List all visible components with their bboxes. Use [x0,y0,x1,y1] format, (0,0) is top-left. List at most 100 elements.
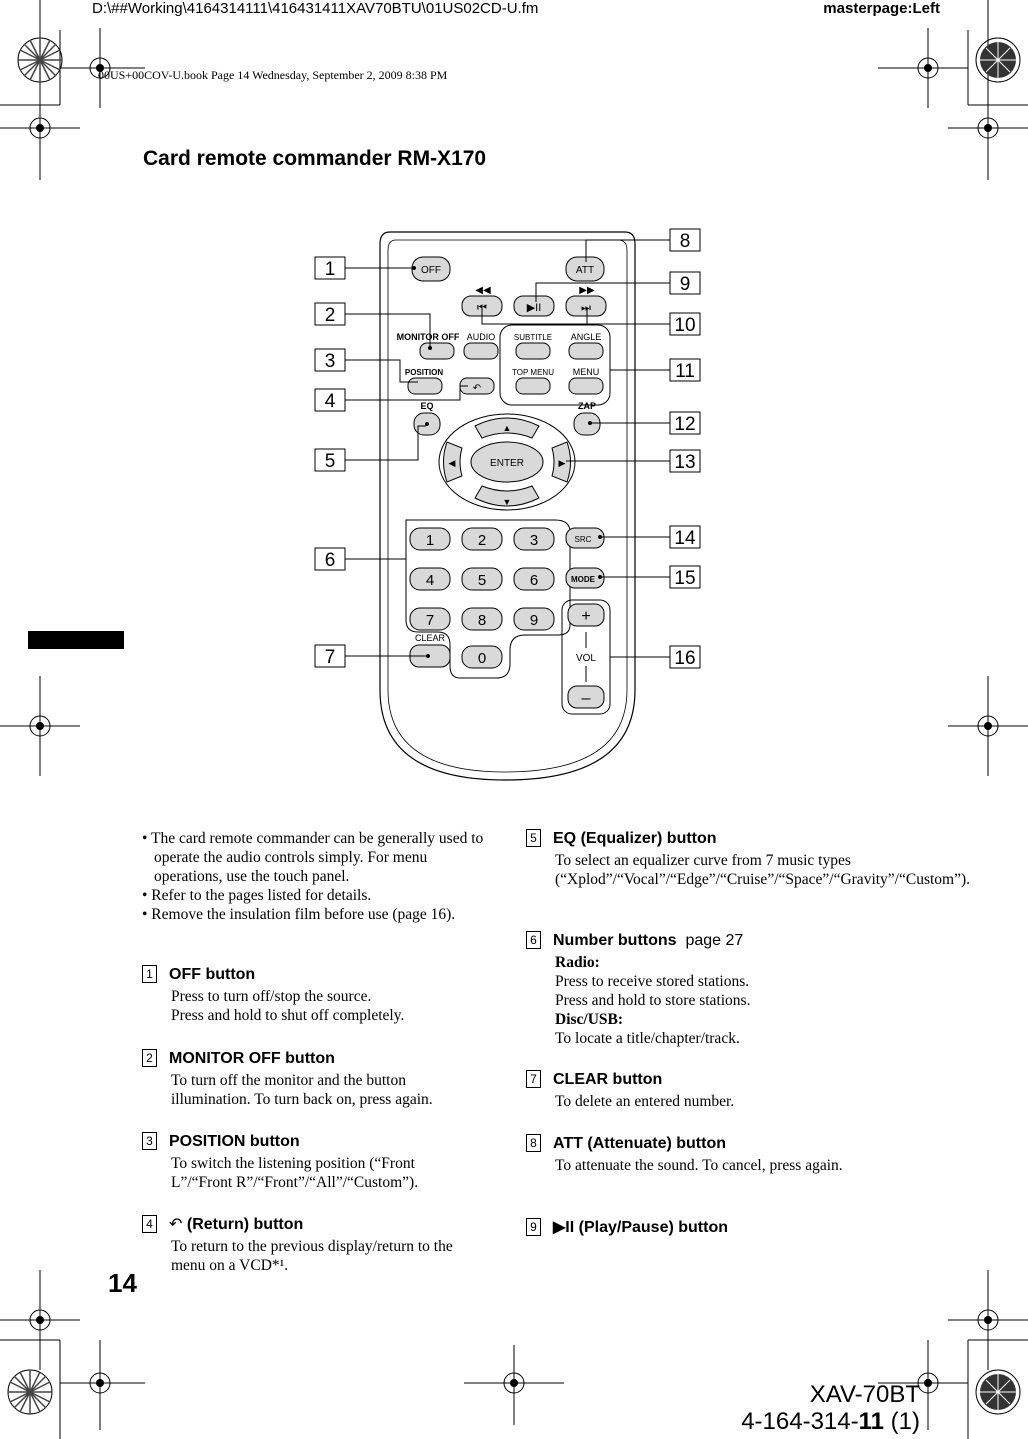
top-menu-button [515,377,551,395]
callout-4: 4 [325,391,336,412]
digit-0-label: 0 [478,650,486,667]
callout-box-5 [314,448,346,472]
callout-box-8 [669,228,701,252]
att-button [565,256,605,282]
item-number: 9 [526,1218,541,1236]
next-button [565,295,607,317]
dpad-left [443,441,463,483]
digit-1-label: 1 [426,532,434,549]
item-text: To locate a title/chapter/track. [555,1030,740,1047]
digit-5-label: 5 [478,572,486,589]
zap-label: ZAP [578,401,596,411]
callout-box-7 [314,644,346,668]
subtitle-button [515,342,551,360]
src-button [565,527,605,549]
item-heading: ATT (Attenuate) button [553,1135,726,1152]
item-number: 6 [526,931,541,949]
callout-3: 3 [325,351,336,372]
callout-box-2 [314,302,346,326]
digit-3-button [513,527,555,551]
angle-button [568,342,604,360]
menu-label: MENU [573,367,600,377]
item-heading: POSITION button [169,1133,300,1150]
item-number: 3 [142,1132,157,1150]
callout-box-9 [669,271,701,295]
angle-label: ANGLE [571,332,602,342]
page-title: Card remote commander RM-X170 [143,147,487,170]
callout-11: 11 [675,361,695,382]
off-label: OFF [421,265,441,276]
transport-row: ◀◀ ▶▶ ⏮ ▶II ⏭ [461,285,607,317]
vol-plus-button [567,603,605,627]
callout-16: 16 [674,648,695,669]
play-pause-icon: ▶II [527,302,542,314]
item-text: To attenuate the sound. To cancel, press… [555,1157,843,1174]
svg-text:▼: ▼ [503,497,512,507]
position-label: POSITION [405,368,443,377]
play-pause-icon: ▶II [553,1219,579,1236]
mode-button [565,567,605,589]
dpad-right [551,441,571,483]
callout-10: 10 [674,315,695,336]
disc-label: Disc/USB: [555,1011,624,1028]
digit-8-label: 8 [478,612,486,629]
page-reference: page 27 [685,932,744,949]
enter-label: ENTER [490,458,524,469]
return-icon: ↶ [169,1216,187,1233]
callout-13: 13 [674,452,695,473]
callout-9: 9 [680,274,691,295]
callout-box-15 [669,565,701,589]
item-number: 4 [142,1215,157,1233]
item-text: Press and hold to shut off completely. [171,1007,405,1024]
callout-box-10 [669,312,701,336]
off-button [411,256,451,282]
remote-illustration: OFF ATT ◀◀ ▶▶ ⏮ ▶II ⏭ MONITOR OFF AUDIO … [314,228,701,781]
zap-button [573,412,601,436]
digit-7-button [409,607,451,631]
item-heading: (Return) button [186,1216,304,1233]
rewind-icon: ◀◀ [475,285,491,296]
return-icon: ↶ [473,383,481,394]
vol-plus-label: + [581,608,590,625]
clear-label: CLEAR [415,633,446,643]
menu-button [568,377,604,395]
att-label: ATT [576,265,594,276]
item-heading: Number buttons [553,932,677,949]
digit-1-button [409,527,451,551]
digit-2-button [461,527,503,551]
svg-text:◀: ◀ [449,458,456,468]
digit-9-label: 9 [530,612,538,629]
callout-box-4 [314,388,346,412]
dpad-down [474,485,540,507]
callout-box-13 [669,449,701,473]
note-1: • The card remote commander can be gener… [142,830,484,885]
radio-label: Radio: [555,954,600,971]
item-heading: MONITOR OFF button [169,1050,335,1067]
page-number: 14 [108,1268,137,1298]
callout-1: 1 [325,259,336,280]
callout-6: 6 [325,550,336,571]
mode-label: MODE [571,575,596,584]
item-text: Press to turn off/stop the source. [171,988,372,1005]
monitor-off-label: MONITOR OFF [397,332,460,342]
note-2: • Refer to the pages listed for details. [142,887,372,904]
item-number: 7 [526,1070,541,1088]
play-pause-button [513,295,555,317]
digit-8-button [461,607,503,631]
file-path: D:\##Working\4164314111\416431411XAV70BT… [92,0,539,17]
item-text: To delete an entered number. [555,1093,735,1110]
item-heading: OFF button [169,966,256,983]
section-tab [28,631,124,649]
callout-box-16 [669,645,701,669]
masterpage-label: masterpage:Left [823,0,940,17]
audio-label: AUDIO [467,332,496,342]
digit-5-button [461,567,503,591]
enter-button [470,441,544,483]
